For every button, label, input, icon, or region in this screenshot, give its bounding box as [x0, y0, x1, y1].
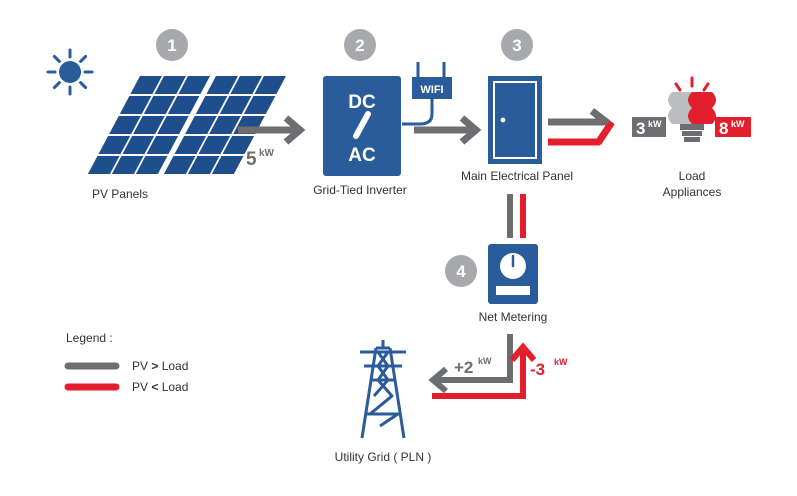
arrow-panel-to-load — [548, 108, 615, 146]
transmission-tower-icon — [360, 340, 406, 439]
load-red-badge: 8 kW — [715, 117, 751, 138]
net-meter-label: Net Metering — [479, 310, 548, 324]
sun-icon — [46, 48, 94, 96]
main-panel-label: Main Electrical Panel — [461, 169, 573, 183]
net-meter-icon — [488, 244, 538, 304]
grid-export-label: +2 kW — [454, 356, 492, 377]
step-4-badge: 4 — [445, 255, 477, 287]
grid-export-unit: kW — [478, 356, 492, 366]
inverter-ac-text: AC — [348, 145, 376, 166]
load-gray-unit: kW — [648, 119, 662, 129]
main-panel-icon — [488, 76, 542, 164]
step-4-number: 4 — [456, 262, 466, 281]
connector-panel-to-meter — [507, 194, 526, 238]
wifi-module: WIFI — [402, 62, 452, 126]
grid-export-value: +2 — [454, 358, 473, 377]
step-3-number: 3 — [512, 36, 521, 55]
step-1-badge: 1 — [156, 29, 188, 61]
legend-item-red: PV < Load — [64, 380, 188, 394]
grid-import-label: -3 kW — [530, 357, 568, 379]
load-label-line2: Appliances — [663, 185, 722, 199]
load-gray-badge: 3 kW — [632, 117, 666, 138]
grid-import-unit: kW — [554, 357, 568, 367]
step-3-badge: 3 — [501, 29, 533, 61]
inverter-label: Grid-Tied Inverter — [313, 183, 407, 197]
legend-item-red-label: PV < Load — [132, 380, 188, 394]
legend: Legend : PV > Load PV < Load — [64, 331, 188, 394]
wifi-label: WIFI — [420, 84, 443, 96]
lightbulb-icon — [668, 76, 716, 142]
grid-import-value: -3 — [530, 360, 545, 379]
pv-output-value: 5 — [246, 149, 257, 170]
load-red-value: 8 — [719, 119, 728, 138]
legend-item-gray: PV > Load — [64, 359, 188, 373]
step-1-number: 1 — [167, 36, 176, 55]
load-gray-value: 3 — [636, 119, 645, 138]
pv-panels-icon — [87, 76, 286, 174]
pv-output-label: 5 kW — [246, 148, 275, 170]
pv-panels-label: PV Panels — [92, 187, 148, 201]
load-label-line1: Load — [679, 169, 706, 183]
step-2-badge: 2 — [344, 29, 376, 61]
inverter-dc-text: DC — [348, 92, 376, 113]
step-2-number: 2 — [355, 36, 364, 55]
arrow-inverter-to-panel — [414, 115, 482, 145]
arrow-pv-to-inverter — [238, 115, 306, 145]
legend-title: Legend : — [66, 331, 113, 345]
inverter-icon: DC AC — [323, 76, 401, 176]
legend-item-gray-label: PV > Load — [132, 359, 188, 373]
load-red-unit: kW — [731, 119, 745, 129]
pv-output-unit: kW — [259, 148, 275, 159]
grid-label: Utility Grid ( PLN ) — [335, 450, 432, 464]
arrow-meter-to-grid — [428, 334, 537, 399]
